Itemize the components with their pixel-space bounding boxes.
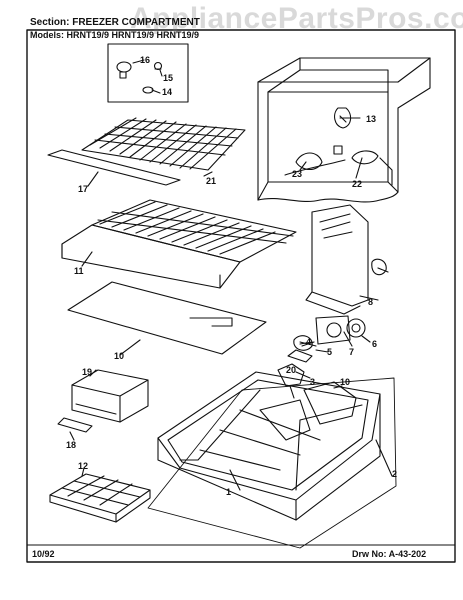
callout-label: 15 <box>163 73 174 83</box>
part-17-shape <box>116 61 132 73</box>
wire-shelf-18 <box>47 117 246 186</box>
callout-label: 2 <box>392 469 398 479</box>
callout-label: 14 <box>162 87 173 97</box>
cover-8 <box>305 204 369 315</box>
callout-label: 21 <box>206 176 217 186</box>
callout-label: 16 <box>140 55 151 65</box>
models-line: Models: HRNT19/9 HRNT19/9 HRNT19/9 <box>30 30 200 40</box>
callout-label: 22 <box>352 179 363 189</box>
shelf-11 <box>61 199 297 289</box>
callout-label: 18 <box>66 440 77 450</box>
footer-date: 10/92 <box>32 549 55 559</box>
callout-label: 10 <box>114 351 125 361</box>
callout-label: 3 <box>310 377 316 387</box>
panel-10 <box>67 281 267 355</box>
ice-tray-12 <box>49 473 151 523</box>
part-19-shape <box>57 417 93 433</box>
part-14-shape <box>334 107 352 129</box>
callout-label: 5 <box>327 347 333 357</box>
section-title: Section: FREEZER COMPARTMENT <box>30 17 200 28</box>
callout-label: 11 <box>74 266 84 276</box>
part-23-shape <box>295 152 323 171</box>
watermark: AppliancePartsPros.com <box>130 2 463 35</box>
part-6-shape <box>346 318 366 338</box>
part-2-shape <box>147 377 397 549</box>
part-9-shape <box>371 258 387 276</box>
callout-label: 4 <box>306 337 312 347</box>
liner-1 <box>157 371 381 521</box>
part-4-shape <box>293 335 313 351</box>
drawing-number: Drw No: A-43-202 <box>352 549 427 559</box>
callout-label: 7 <box>349 347 355 357</box>
callout-label: 8 <box>368 297 374 307</box>
cabinet-shape <box>257 57 431 203</box>
callout-label: 20 <box>286 365 297 375</box>
inset-box <box>107 43 189 103</box>
callout-label: 17 <box>78 184 89 194</box>
part-22-shape <box>351 150 379 165</box>
callout-label: 13 <box>366 114 377 124</box>
callout-label: 23 <box>292 169 303 179</box>
callout-label: 19 <box>82 367 93 377</box>
diagram-border <box>26 29 456 563</box>
part-13-shape <box>303 381 357 425</box>
part-5-shape <box>287 349 313 363</box>
callout-label: 6 <box>372 339 378 349</box>
callout-label: 10 <box>340 377 351 387</box>
part-3-shape <box>277 363 305 387</box>
part-7-shape <box>315 315 351 345</box>
callout-label: 1 <box>226 487 232 497</box>
drawer-20 <box>71 369 149 423</box>
callout-label: 12 <box>78 461 89 471</box>
